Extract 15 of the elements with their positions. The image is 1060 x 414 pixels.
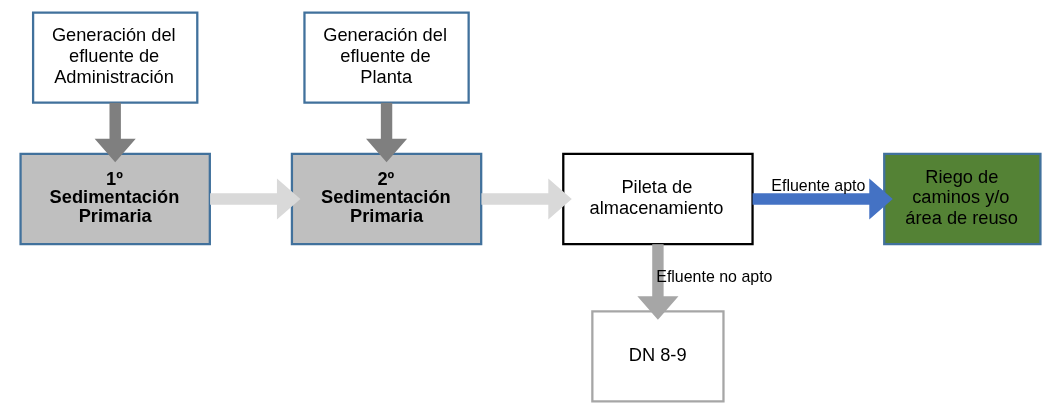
node-box: DN 8-9: [590, 310, 725, 403]
node-box: Riego de caminos y/o área de reuso: [882, 152, 1042, 246]
edge-label: Efluente no apto: [655, 267, 772, 285]
arrow: [752, 178, 893, 220]
edge-label: Efluente apto: [770, 177, 865, 195]
arrow: [365, 102, 407, 163]
arrow: [636, 244, 678, 320]
arrow: [480, 178, 572, 220]
node-box: Generación del efluente de Planta: [302, 11, 470, 104]
arrow: [209, 178, 300, 220]
node-box: 1º Sedimentación Primaria: [18, 152, 211, 246]
arrow: [94, 102, 136, 163]
node-box: Generación del efluente de Administración: [31, 11, 198, 104]
node-box: 2º Sedimentación Primaria: [290, 152, 482, 246]
node-box: Pileta de almacenamiento: [561, 152, 754, 246]
